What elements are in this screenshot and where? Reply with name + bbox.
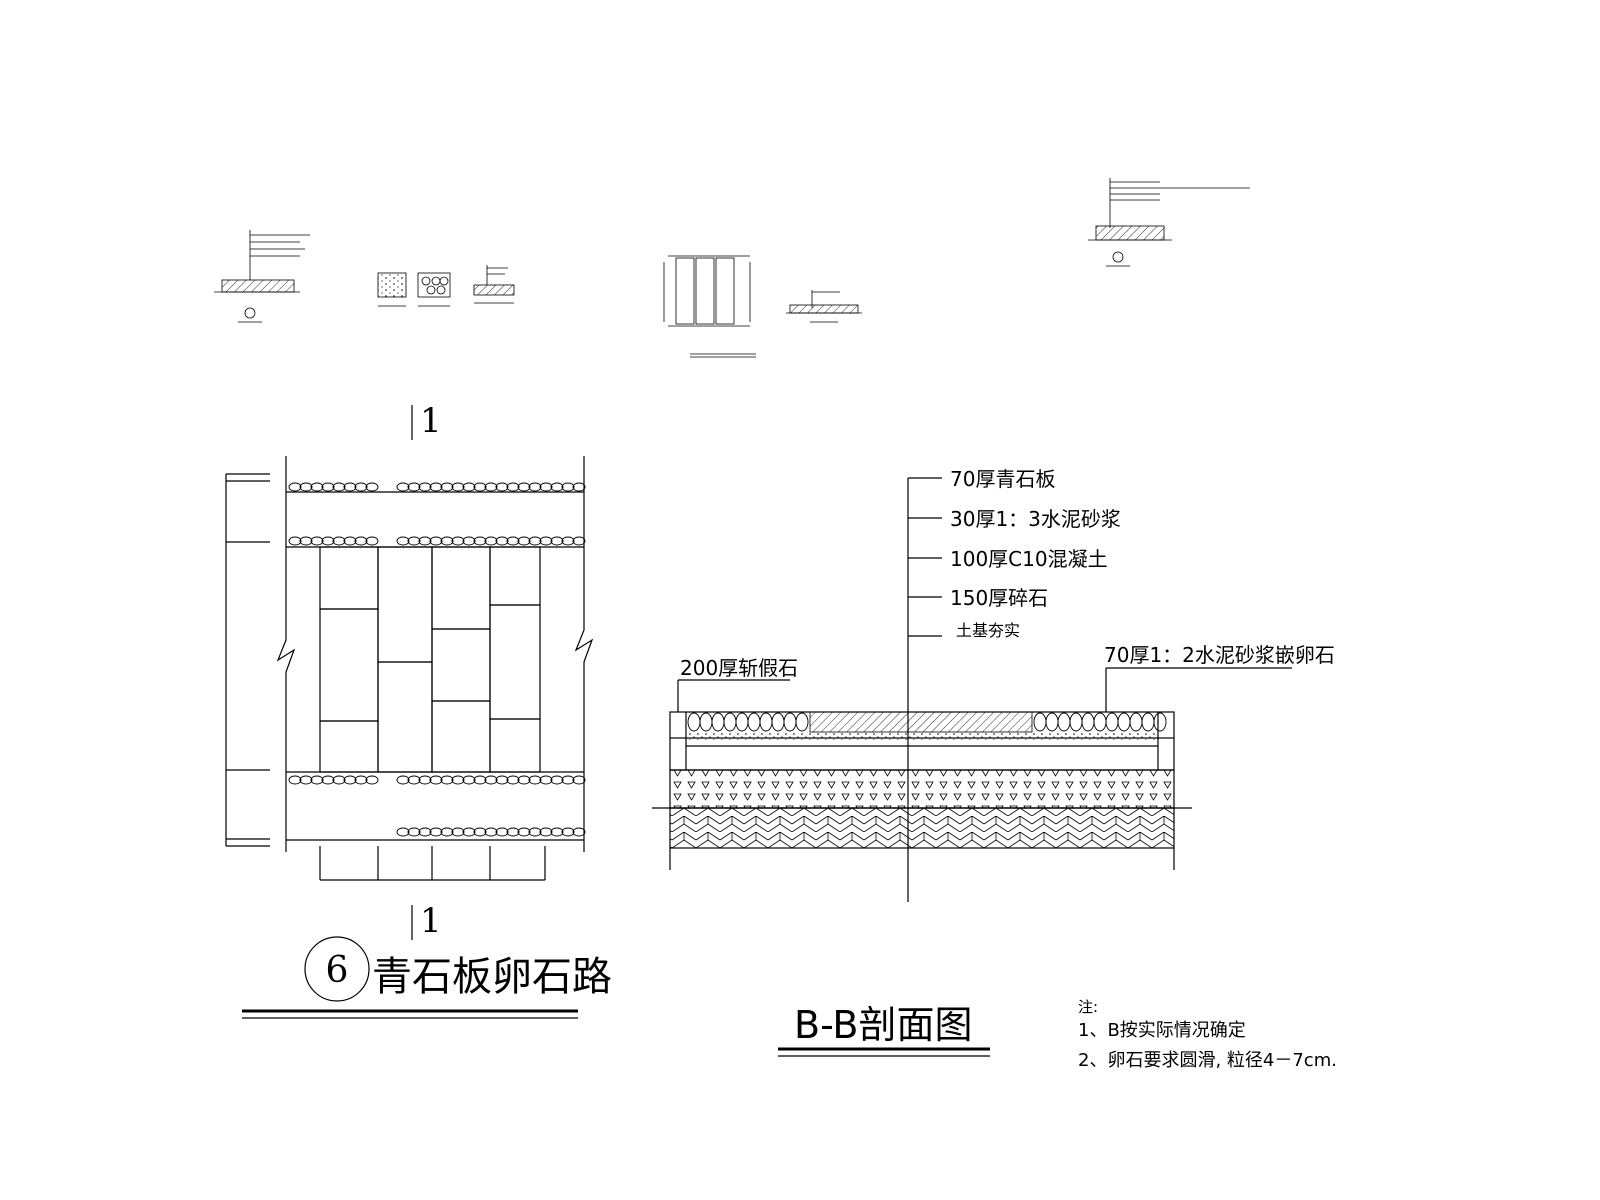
section-marker-bottom: 1	[420, 901, 442, 941]
cobble-stones	[288, 482, 586, 837]
note-2: 2、卵石要求圆滑, 粒径4－7cm.	[1078, 1050, 1337, 1071]
plan-view: 1 1	[225, 401, 612, 1019]
layer-label-5: 土基夯实	[956, 621, 1020, 640]
compacted-soil-layer	[669, 807, 1175, 849]
thumbnail-plan-a	[663, 255, 756, 358]
layer-label-2: 30厚1：3水泥砂浆	[950, 507, 1121, 531]
thumbnail-detail-1	[214, 230, 310, 323]
right-layer-label: 70厚1：2水泥砂浆嵌卵石	[1104, 643, 1335, 667]
section-marker-top: 1	[420, 401, 442, 441]
thumbnail-section-a	[786, 290, 862, 323]
thumbnail-detail-2	[1088, 178, 1250, 267]
detail-number-circle	[304, 936, 370, 1002]
section-title: B-B剖面图	[794, 1003, 973, 1047]
thumbnail-pattern-swatches	[377, 265, 515, 307]
layer-label-3: 100厚C10混凝土	[950, 547, 1108, 571]
section-view: 70厚青石板 30厚1：3水泥砂浆 100厚C10混凝土 150厚碎石 土基夯实…	[652, 467, 1335, 1057]
bluestone-slab-section	[809, 711, 1033, 733]
notes-heading: 注:	[1078, 998, 1098, 1016]
left-layer-label: 200厚斩假石	[680, 656, 798, 680]
plan-title: 青石板卵石路	[372, 954, 612, 1000]
cobble-layer-section	[687, 712, 1167, 732]
layer-label-1: 70厚青石板	[950, 467, 1055, 491]
layer-label-4: 150厚碎石	[950, 586, 1048, 610]
note-1: 1、B按实际情况确定	[1078, 1020, 1246, 1041]
gravel-layer	[669, 769, 1175, 809]
detail-number: 6	[326, 950, 349, 991]
bluestone-slabs	[319, 546, 541, 773]
notes: 注: 1、B按实际情况确定 2、卵石要求圆滑, 粒径4－7cm.	[1078, 998, 1337, 1071]
